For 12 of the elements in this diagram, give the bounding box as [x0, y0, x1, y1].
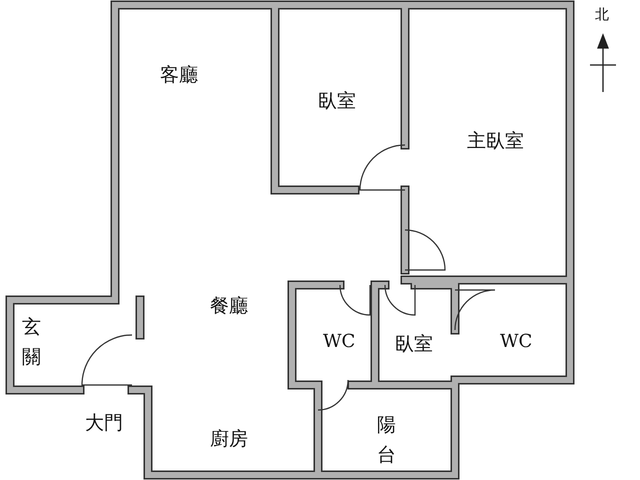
north-label: 北 — [595, 6, 609, 24]
room-label: 臥室 — [318, 89, 356, 114]
room-label: 陽台 — [377, 413, 397, 468]
room-label: WC — [500, 331, 532, 352]
room-label: 廚房 — [210, 427, 248, 452]
room-label: 客廳 — [160, 63, 198, 88]
room-label: 餐廳 — [210, 294, 248, 319]
room-label: 臥室 — [395, 332, 433, 357]
room-label: 玄關 — [22, 315, 42, 370]
door-label: 大門 — [85, 411, 123, 436]
room-label: 主臥室 — [467, 129, 524, 154]
room-label: WC — [323, 331, 356, 352]
